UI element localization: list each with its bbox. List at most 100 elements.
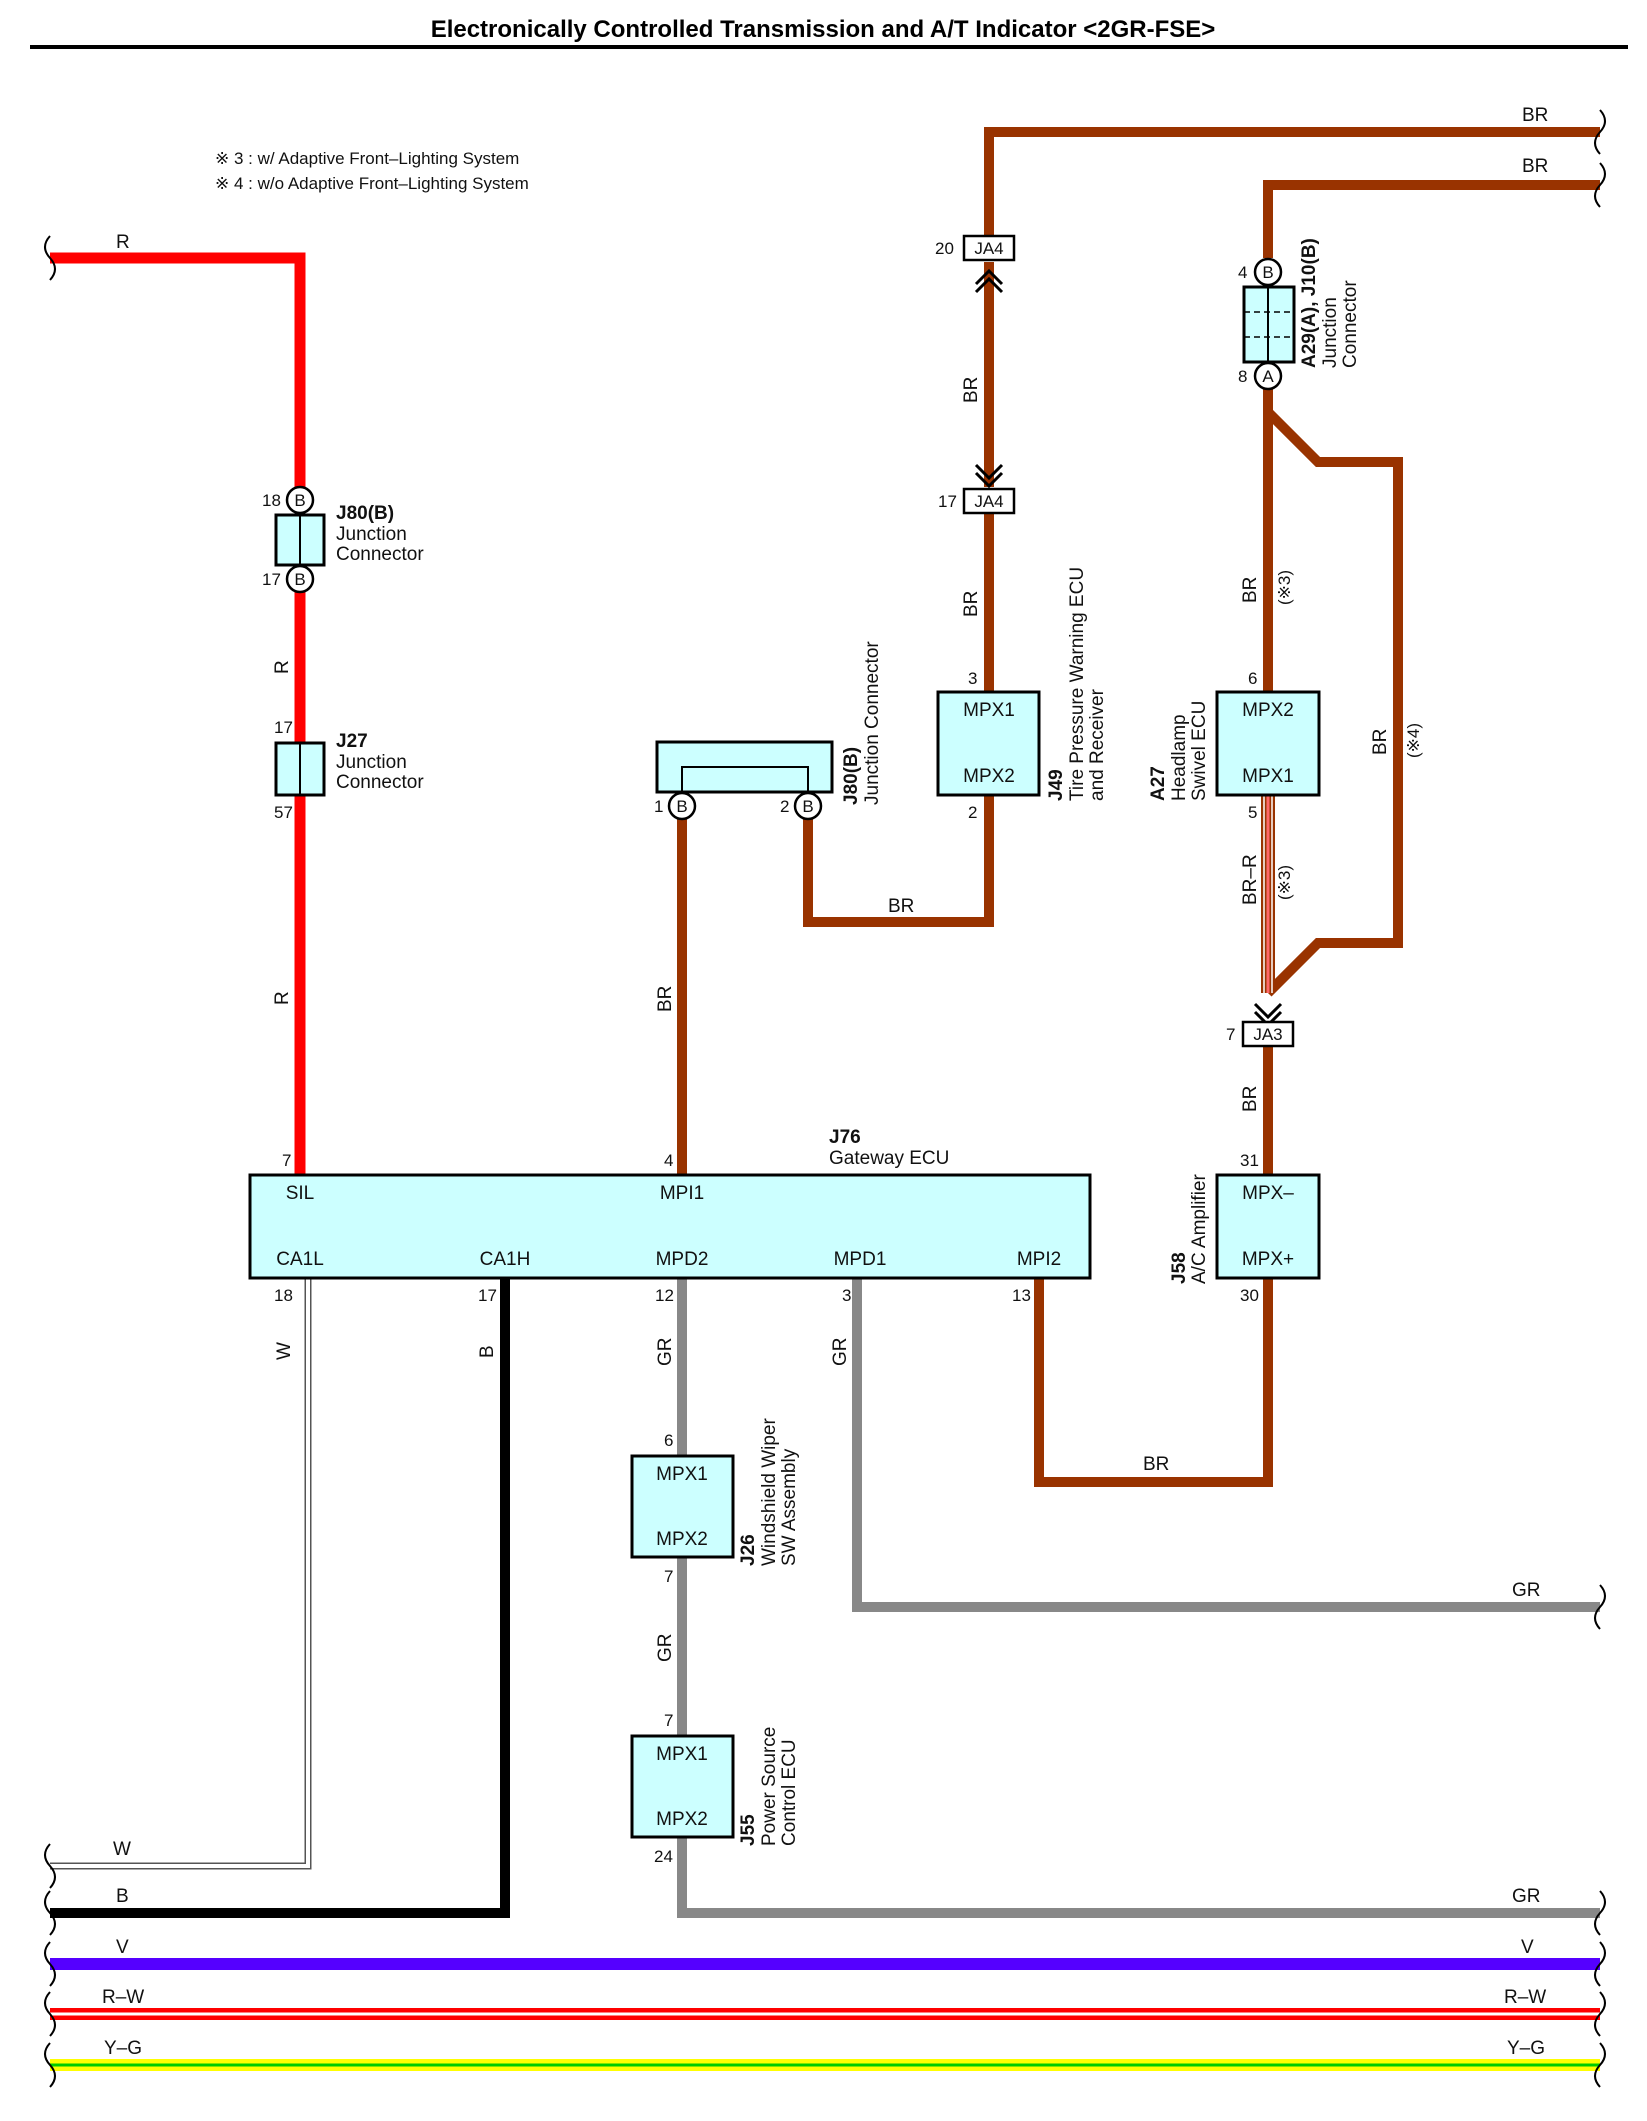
a29-pin-top: 4 (1238, 263, 1247, 282)
j80b-mid-code: J80(B) (841, 747, 862, 805)
j76-pin-sil: 7 (282, 1151, 291, 1170)
j76-pin-mpi2: 13 (1012, 1286, 1031, 1305)
label-brr-a27: BR–R (1240, 854, 1261, 905)
component-ja3: JA3 7 (1226, 1002, 1295, 1048)
ja4-bottom-pin: 17 (938, 492, 957, 511)
diagram-title: Electronically Controlled Transmission a… (431, 16, 1216, 43)
component-a29-j10: B A 4 8 A29(A), J10(B) Junction Connecto… (1238, 238, 1361, 391)
j58-code: J58 (1169, 1252, 1190, 1284)
j80b-top-name1: Junction (336, 524, 407, 545)
a27-pin-top: 6 (1248, 669, 1257, 688)
j26-name1: Windshield Wiper (759, 1418, 780, 1566)
label-rw-right: R–W (1504, 1987, 1546, 2008)
j26-term-top: MPX1 (656, 1464, 708, 1485)
note-afs-without: ※ 4 : w/o Adaptive Front–Lighting System (215, 174, 529, 193)
ja3-pin: 7 (1226, 1025, 1235, 1044)
component-j26: MPX1 MPX2 6 7 J26 Windshield Wiper SW As… (630, 1418, 800, 1586)
label-br-ja3-j58: BR (1240, 1086, 1261, 1112)
label-gr-mpd2: GR (655, 1338, 676, 1367)
label-br-j80-j49: BR (888, 896, 914, 917)
j49-pin-top: 3 (968, 669, 977, 688)
j26-pin-top: 6 (664, 1431, 673, 1450)
j55-pin-top: 7 (664, 1711, 673, 1730)
a29-name1: Junction (1320, 297, 1341, 368)
label-r-j80-j27: R (272, 660, 293, 674)
j76-term-mpd2: MPD2 (656, 1249, 709, 1270)
j55-code: J55 (738, 1814, 759, 1846)
component-j49: MPX1 MPX2 3 2 J49 Tire Pressure Warning … (936, 567, 1108, 822)
component-j80b-mid: B B 1 2 J80(B) Junction Connector (654, 641, 883, 821)
component-j58: MPX– MPX+ 31 30 J58 A/C Amplifier (1169, 1151, 1321, 1305)
j76-term-ca1l: CA1L (276, 1249, 324, 1270)
label-gr-right-mid: GR (1512, 1580, 1541, 1601)
label-b-left: B (116, 1886, 129, 1907)
ja3-code: JA3 (1253, 1025, 1282, 1044)
j27-code: J27 (336, 731, 368, 752)
j58-term-bottom: MPX+ (1242, 1249, 1294, 1270)
j80b-mid-pin-left: 1 (654, 797, 663, 816)
j27-name2: Connector (336, 772, 424, 793)
wire-gr-j55-right (677, 1837, 1600, 1918)
wire-gr-mpd1 (852, 1278, 1600, 1612)
a29-conn-top: B (1262, 263, 1273, 282)
a27-code: A27 (1148, 766, 1169, 801)
label-w-ca1l: W (274, 1342, 295, 1360)
label-w-left: W (113, 1839, 131, 1860)
label-v-right: V (1521, 1937, 1534, 1958)
label-note3-b: (※3) (1275, 865, 1294, 900)
j76-term-ca1h: CA1H (480, 1249, 531, 1270)
j26-term-bottom: MPX2 (656, 1529, 708, 1550)
j80b-mid-pin-right: 2 (780, 797, 789, 816)
wire-w-ca1l (50, 1278, 312, 1870)
j80b-mid-connector-left: B (676, 797, 687, 816)
j27-pin-top: 17 (274, 718, 293, 737)
j76-pin-ca1h: 17 (478, 1286, 497, 1305)
ja4-top-code: JA4 (974, 239, 1003, 258)
label-yg-right: Y–G (1507, 2038, 1545, 2059)
label-yg-left: Y–G (104, 2038, 142, 2059)
label-gr-right-bottom: GR (1512, 1886, 1541, 1907)
j76-pin-mpd1: 3 (842, 1286, 851, 1305)
label-top-br-2: BR (1522, 156, 1548, 177)
j80b-top-connector-letter-bottom: B (294, 570, 305, 589)
j58-pin-bottom: 30 (1240, 1286, 1259, 1305)
j80b-top-pin-top: 18 (262, 491, 281, 510)
j49-term-bottom: MPX2 (963, 766, 1015, 787)
wire-br-loop (1264, 408, 1403, 997)
j49-pin-bottom: 2 (968, 803, 977, 822)
label-note4: (※4) (1404, 723, 1423, 758)
a27-pin-bottom: 5 (1248, 803, 1257, 822)
a29-conn-bottom: A (1262, 367, 1274, 386)
label-r-j27-j76: R (272, 991, 293, 1005)
component-j27: 17 57 J27 Junction Connector (274, 718, 424, 822)
j76-pin-mpi1: 4 (664, 1151, 673, 1170)
j58-pin-top: 31 (1240, 1151, 1259, 1170)
j26-pin-bottom: 7 (664, 1567, 673, 1586)
j49-term-top: MPX1 (963, 700, 1015, 721)
a29-pin-bottom: 8 (1238, 367, 1247, 386)
component-j80b-top: B B 18 17 J80(B) Junction Connector (262, 485, 424, 594)
wire-br-top-1 (984, 127, 1600, 238)
ja4-bottom-code: JA4 (974, 492, 1003, 511)
j55-name1: Power Source (759, 1727, 780, 1846)
j26-name2: SW Assembly (779, 1448, 800, 1566)
j76-code: J76 (829, 1127, 861, 1148)
component-j76: J76 Gateway ECU SIL 7 MPI1 4 CA1L 18 CA1… (248, 1127, 1092, 1305)
wire-br-top-2 (1263, 180, 1600, 258)
label-top-br-1: BR (1522, 105, 1548, 126)
component-ja4-bottom: JA4 17 (938, 463, 1016, 515)
note-afs-with: ※ 3 : w/ Adaptive Front–Lighting System (215, 149, 519, 168)
a27-name2: Swivel ECU (1189, 701, 1210, 801)
label-br-ja4-mid: BR (961, 377, 982, 403)
j58-name: A/C Amplifier (1189, 1174, 1210, 1284)
ja4-top-pin: 20 (935, 239, 954, 258)
j49-code: J49 (1046, 769, 1067, 801)
j49-name2: and Receiver (1087, 688, 1108, 801)
j27-name1: Junction (336, 752, 407, 773)
a27-term-bottom: MPX1 (1242, 766, 1294, 787)
wire-r-top (50, 252, 306, 487)
j55-term-top: MPX1 (656, 1744, 708, 1765)
j76-term-mpi2: MPI2 (1017, 1249, 1061, 1270)
wire-br-j58-mpi2 (1034, 1278, 1273, 1487)
